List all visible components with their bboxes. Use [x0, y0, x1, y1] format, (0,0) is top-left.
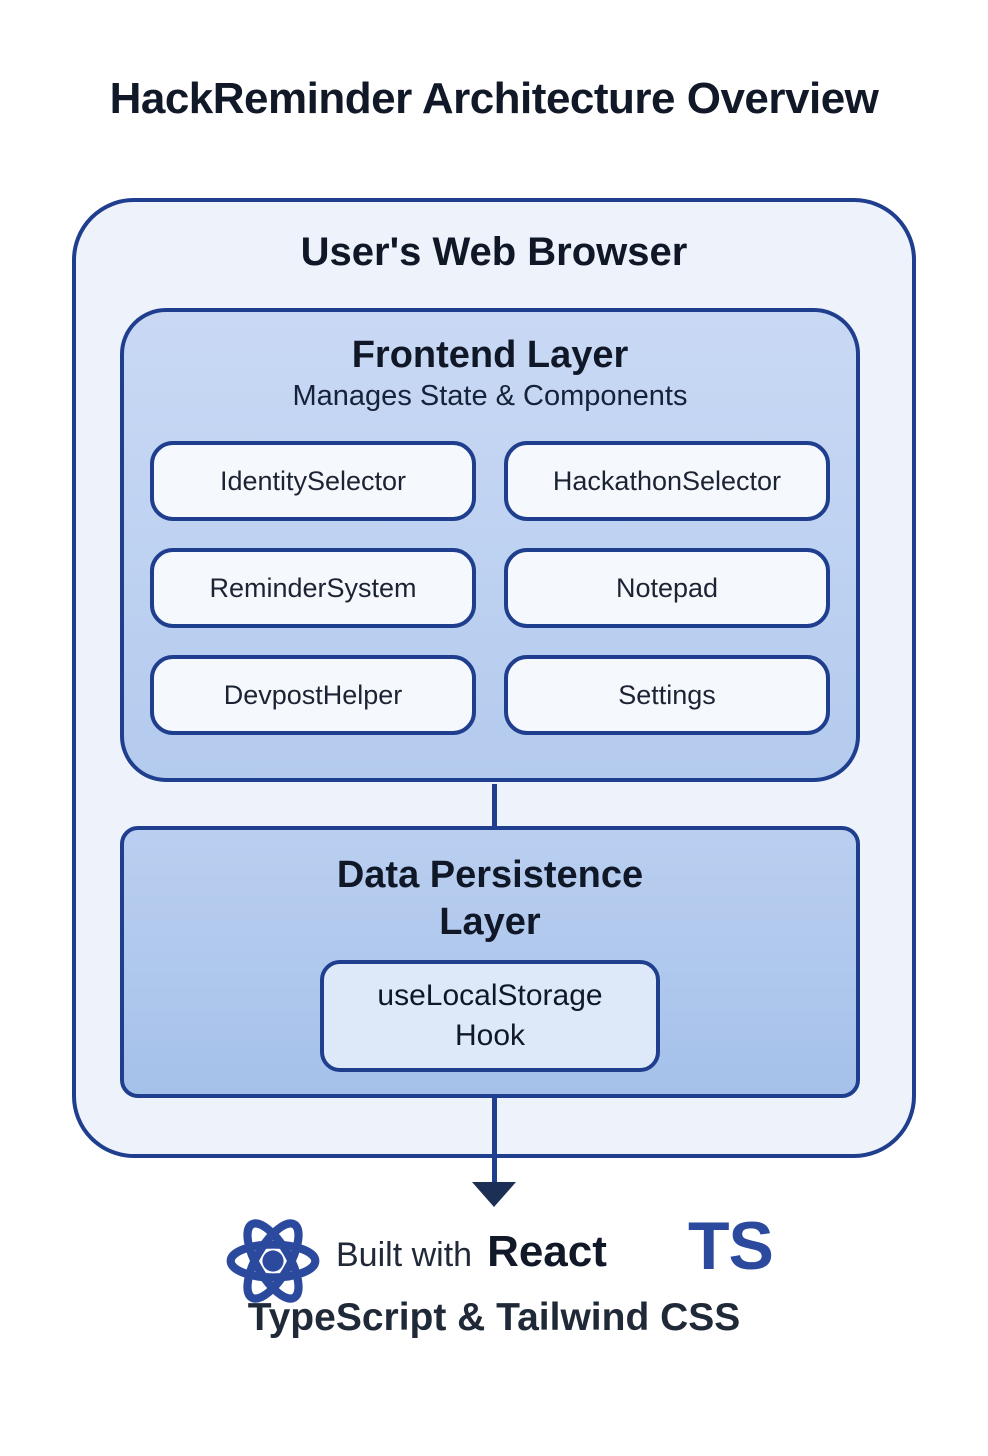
persistence-to-footer-connector [492, 1096, 497, 1186]
frontend-layer-subtitle: Manages State & Components [292, 380, 688, 412]
component-box-reminder-system: ReminderSystem [150, 548, 476, 628]
react-atom-icon [226, 1219, 320, 1303]
built-with-react-caption: Built with React [336, 1224, 607, 1286]
frontend-to-persistence-connector [492, 784, 497, 830]
frontend-layer-box: Frontend Layer Manages State & Component… [120, 308, 860, 782]
use-local-storage-hook-box: useLocalStorage Hook [320, 960, 660, 1072]
typescript-ts-icon: TS [688, 1208, 774, 1284]
built-with-text: Built with [336, 1236, 473, 1274]
component-box-settings: Settings [504, 655, 830, 735]
tech-stack-caption: TypeScript & Tailwind CSS [247, 1296, 741, 1339]
component-box-hackathon-selector: HackathonSelector [504, 441, 830, 521]
component-grid: IdentitySelector HackathonSelector Remin… [150, 441, 830, 735]
down-arrow-icon [472, 1182, 516, 1207]
component-box-notepad: Notepad [504, 548, 830, 628]
browser-container-box: User's Web Browser Frontend Layer Manage… [72, 198, 916, 1158]
react-label: React [487, 1227, 607, 1276]
react-atom-core [262, 1250, 284, 1272]
component-box-devpost-helper: DevpostHelper [150, 655, 476, 735]
page-title: HackReminder Architecture Overview [109, 74, 879, 123]
data-persistence-layer-box: Data Persistence Layer useLocalStorage H… [120, 826, 860, 1098]
component-box-identity-selector: IdentitySelector [150, 441, 476, 521]
data-persistence-layer-title: Data Persistence Layer [336, 854, 644, 943]
browser-label: User's Web Browser [300, 230, 688, 274]
frontend-layer-title: Frontend Layer [351, 334, 629, 376]
